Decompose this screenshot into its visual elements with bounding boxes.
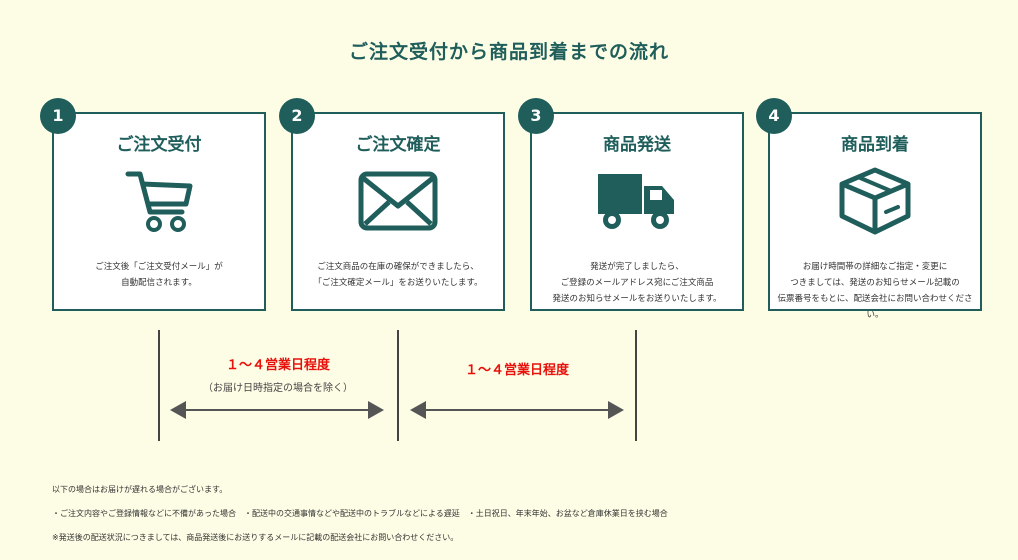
step-number-badge: 3 <box>518 98 554 134</box>
step-card-shipped: 3 商品発送 発送が完了しましたら、 ご登録のメールアドレス宛にご注文商品 発送… <box>518 98 744 311</box>
page-title: ご注文受付から商品到着までの流れ <box>348 41 669 63</box>
mail-icon <box>358 171 438 231</box>
step-title: ご注文受付 <box>116 135 202 155</box>
step-number-badge: 2 <box>279 98 315 134</box>
delay-notice-intro: 以下の場合はお届けが遅れる場合がございます。 <box>52 485 228 494</box>
step-description: 発送が完了しましたら、 ご登録のメールアドレス宛にご注文商品 発送のお知らせメー… <box>552 262 722 304</box>
step-title: 商品到着 <box>841 135 909 155</box>
duration-note: （お届け日時指定の場合を除く） <box>203 383 353 394</box>
step-title: ご注文確定 <box>355 135 441 155</box>
duration-arrow <box>410 401 624 419</box>
shipping-footnote: ※発送後の配送状況につきましては、商品発送後にお送りするメールに記載の配送会社に… <box>52 533 459 542</box>
truck-icon <box>598 174 674 229</box>
step-card-order-received: 1 ご注文受付 ご注文後「ご注文受付メール」が 自動配信されます。 <box>40 98 266 311</box>
timeline-divider <box>397 330 399 441</box>
duration-arrow <box>170 401 384 419</box>
step-description: ご注文後「ご注文受付メール」が 自動配信されます。 <box>95 262 223 288</box>
step-description: ご注文商品の在庫の確保ができましたら、 「ご注文確定メール」をお送りいたします。 <box>313 262 483 288</box>
box-icon <box>839 167 911 235</box>
step-card-order-confirmed: 2 ご注文確定 ご注文商品の在庫の確保ができましたら、 「ご注文確定メール」をお… <box>279 98 505 311</box>
cart-icon <box>125 171 193 232</box>
duration-label: １～４営業日程度 <box>225 358 330 373</box>
step-number-badge: 4 <box>756 98 792 134</box>
delay-cases: ・ご注文内容やご登録情報などに不備があった場合 ・配送中の交通事情などや配送中の… <box>52 509 668 518</box>
timeline-divider <box>158 330 160 441</box>
step-card-delivered: 4 商品到着 お届け時間帯の詳細なご指定・変更に つきましては、発送のお知らせメ… <box>756 98 982 320</box>
timeline-divider <box>635 330 637 441</box>
step-title: 商品発送 <box>603 135 671 155</box>
step-description: お届け時間帯の詳細なご指定・変更に つきましては、発送のお知らせメール記載の 伝… <box>777 262 973 320</box>
duration-label: １～４営業日程度 <box>464 363 569 378</box>
step-number-badge: 1 <box>40 98 76 134</box>
